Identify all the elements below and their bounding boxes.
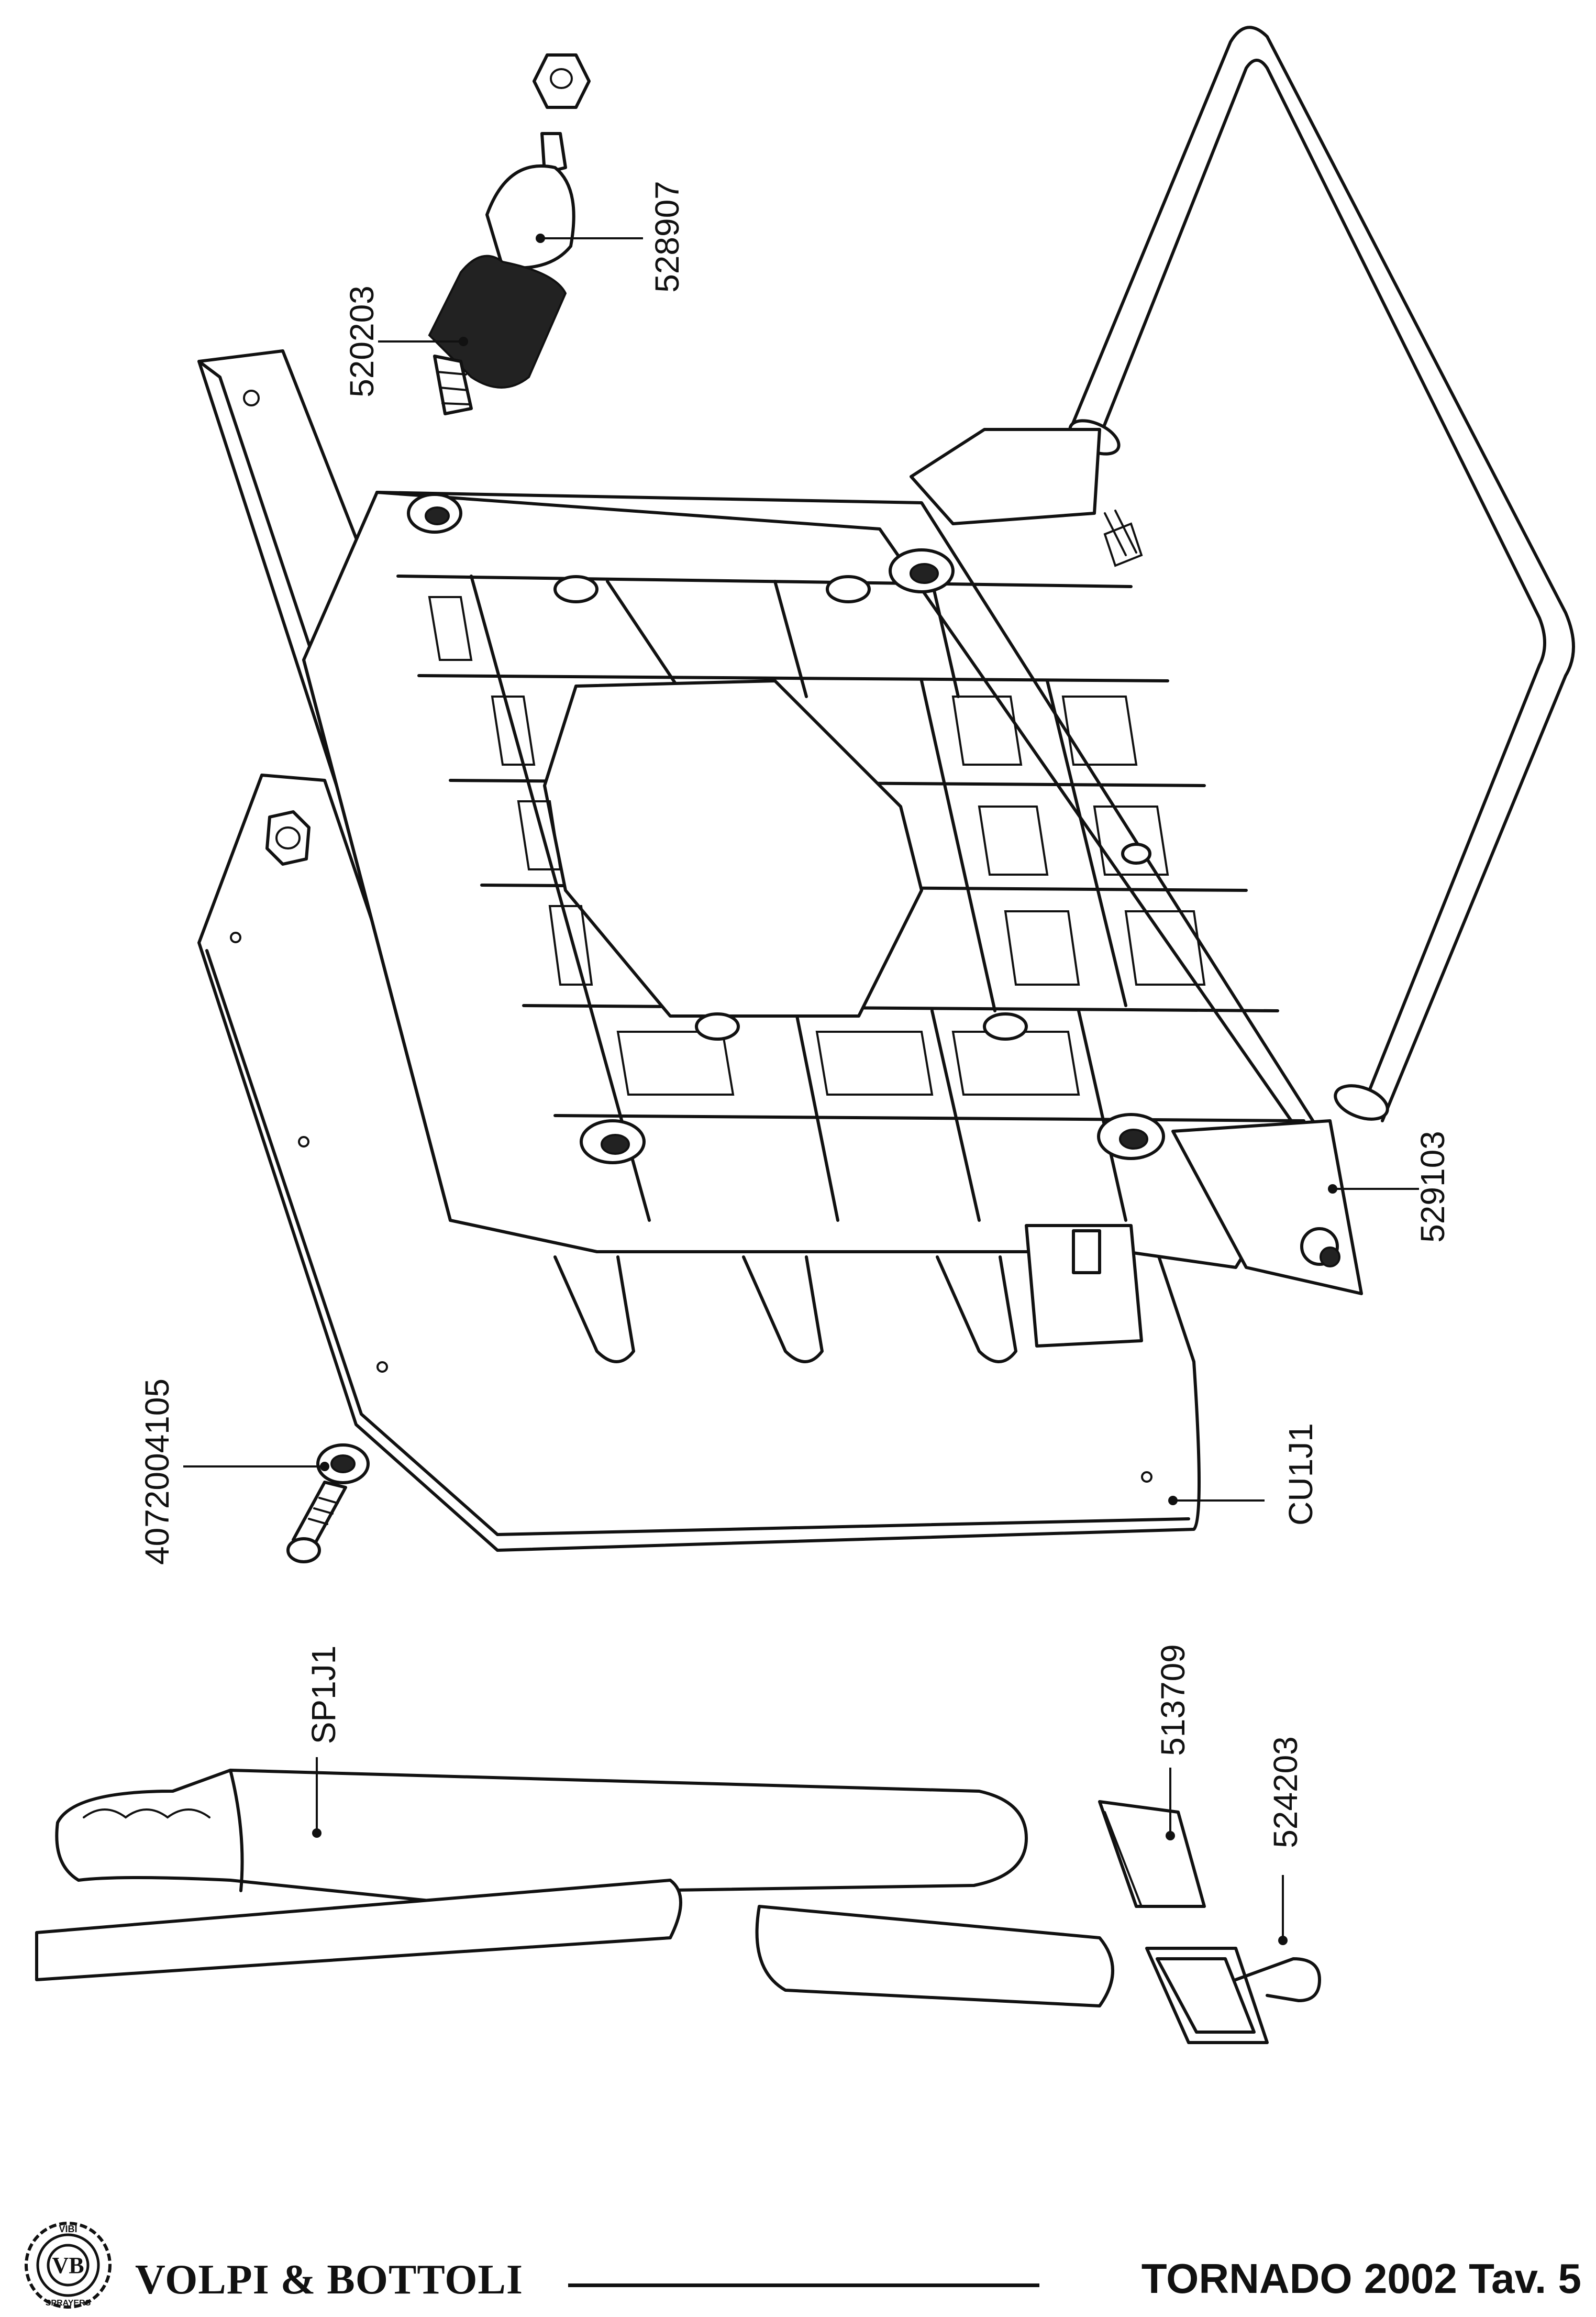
leader-lines bbox=[183, 234, 1419, 1945]
hex-nut bbox=[265, 810, 311, 866]
shock-absorber bbox=[428, 53, 591, 415]
vibi-sprayers-logo: VB VIBI SPRAYERS bbox=[25, 2222, 112, 2309]
label-513709: 513709 bbox=[1154, 1644, 1192, 1756]
label-sp1j1: SP1J1 bbox=[305, 1646, 342, 1745]
logo-top-text: VIBI bbox=[59, 2224, 77, 2234]
brand-name: VOLPI & BOTTOLI bbox=[135, 2257, 523, 2303]
model-title: TORNADO 2002 Tav. 5 bbox=[1141, 2255, 1581, 2302]
bolt-washer bbox=[286, 1443, 370, 1563]
label-524203: 524203 bbox=[1267, 1736, 1304, 1848]
label-4072004105: 4072004105 bbox=[138, 1378, 176, 1565]
back-plate bbox=[197, 774, 1201, 1552]
label-cu1j1: CU1J1 bbox=[1282, 1423, 1320, 1526]
main-frame bbox=[302, 428, 1363, 1363]
label-529103: 529103 bbox=[1414, 1131, 1451, 1243]
logo-mark: VB bbox=[52, 2253, 84, 2278]
label-528907: 528907 bbox=[648, 181, 686, 293]
logo-bottom-text: SPRAYERS bbox=[46, 2299, 91, 2308]
strap bbox=[35, 1769, 1114, 2007]
footer-rule bbox=[568, 2283, 1039, 2287]
hook bbox=[1145, 1947, 1321, 2044]
label-520203: 520203 bbox=[343, 285, 381, 398]
buckle-plate bbox=[1098, 1800, 1206, 1908]
